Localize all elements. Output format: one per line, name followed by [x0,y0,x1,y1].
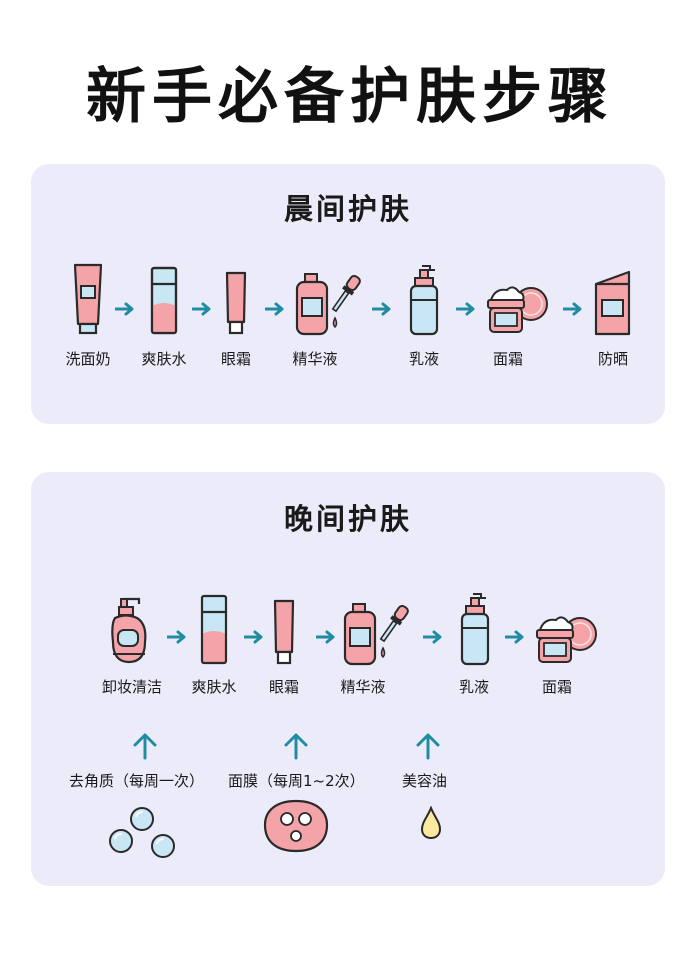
extra-step-label: 面膜（每周1~2次） [228,772,365,790]
step-label: 防晒 [597,350,628,368]
arrow-right-icon [192,302,211,316]
extra-step-label: 去角质（每周一次） [69,772,205,790]
arrow-right-icon [505,630,524,644]
face-cream-jar-icon [487,286,548,333]
step-label: 眼霜 [220,350,251,368]
evening-routine-panel: 晚间护肤 [31,472,665,886]
makeup-remover-pump-icon [111,597,147,664]
arrow-right-icon [316,630,335,644]
extra-step-label: 美容油 [402,772,448,790]
serum-dropper-icon [343,603,409,666]
sunscreen-bottle-icon [594,270,631,336]
step-label: 面霜 [492,350,523,368]
step-label: 乳液 [408,350,439,368]
step-label: 洗面奶 [65,350,111,368]
page-title: 新手必备护肤步骤 [86,62,614,132]
eye-cream-tube-icon [225,271,247,335]
evening-panel-title: 晚间护肤 [283,502,412,536]
sheet-mask-icon [263,799,329,853]
cleanser-tube-icon [73,263,103,335]
step-label: 精华液 [292,350,338,368]
serum-dropper-icon [295,273,361,336]
arrow-right-icon [423,630,442,644]
step-label: 乳液 [458,678,489,696]
exfoliant-bubbles-icon [109,807,175,858]
arrow-right-icon [167,630,186,644]
oil-drop-icon [420,806,442,840]
morning-panel-title: 晨间护肤 [283,192,412,226]
lotion-pump-icon [409,265,439,336]
step-label: 爽肤水 [141,350,187,368]
toner-bottle-icon [150,266,178,335]
step-label: 卸妆清洁 [101,678,162,696]
lotion-pump-icon [460,593,490,666]
arrow-up-icon [284,733,308,760]
arrow-right-icon [456,302,475,316]
arrow-right-icon [372,302,391,316]
arrow-right-icon [115,302,134,316]
morning-routine-panel: 晨间护肤 [31,164,665,424]
arrow-right-icon [563,302,582,316]
eye-cream-tube-icon [273,599,295,665]
step-label: 眼霜 [268,678,299,696]
arrow-right-icon [244,630,263,644]
arrow-up-icon [416,733,440,760]
step-label: 精华液 [340,678,386,696]
step-label: 面霜 [541,678,572,696]
toner-bottle-icon [200,594,228,665]
step-label: 爽肤水 [191,678,237,696]
face-cream-jar-icon [536,616,597,663]
arrow-right-icon [265,302,284,316]
arrow-up-icon [133,733,157,760]
